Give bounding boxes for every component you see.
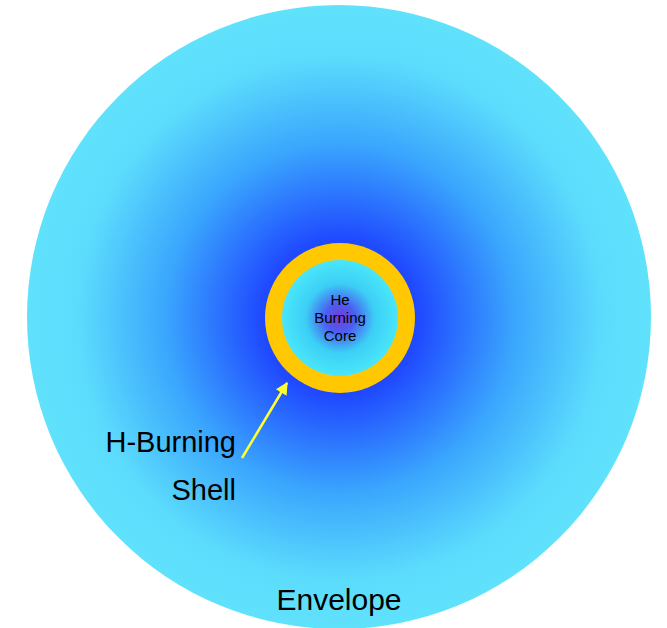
callout-label: H-Burning Shell xyxy=(36,418,236,514)
envelope-disc xyxy=(27,5,651,628)
core-disc xyxy=(282,260,398,376)
leader-arrow xyxy=(242,383,287,458)
shell-ring xyxy=(265,243,415,393)
region-label: Envelope xyxy=(276,583,401,617)
core-circle: He Burning Core xyxy=(282,260,398,376)
envelope-circle: Envelope He Burning Core xyxy=(26,4,652,628)
core-label: He Burning Core xyxy=(308,291,372,345)
